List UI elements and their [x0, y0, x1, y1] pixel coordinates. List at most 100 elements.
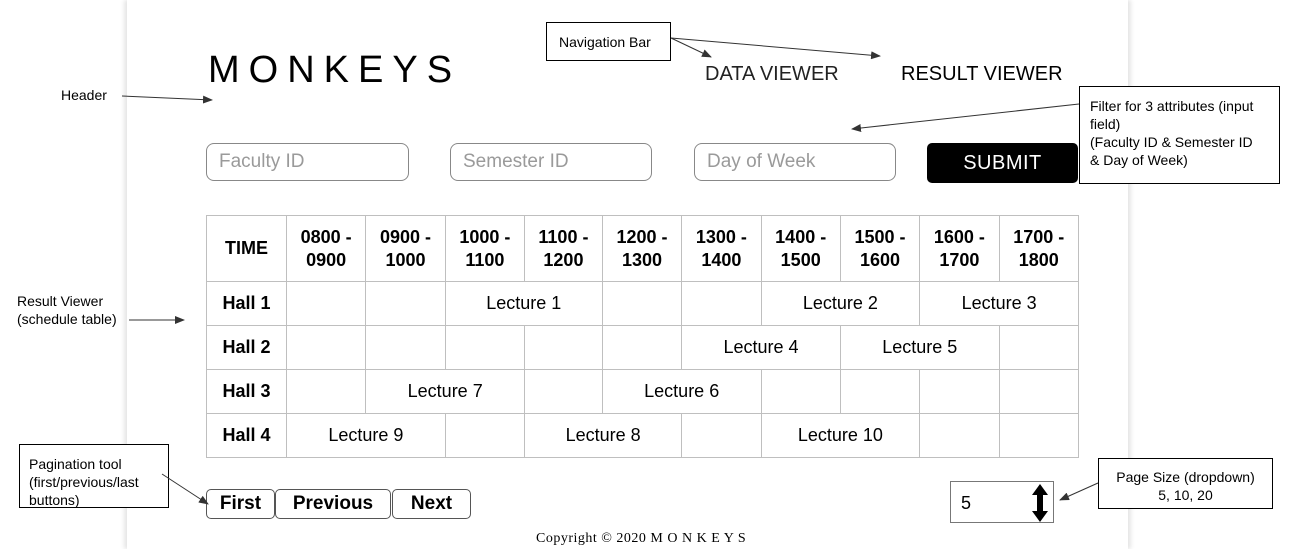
faculty-id-input[interactable] [206, 143, 409, 181]
arrow-filter [851, 103, 1080, 132]
header-line: 1400 - [775, 226, 827, 247]
lecture-cell: Lecture 10 [760, 413, 921, 458]
copyright-text: Copyright © 2020 M O N K E Y S [536, 531, 747, 546]
arrow-nav-result [670, 37, 881, 60]
day-of-week-input[interactable] [694, 143, 896, 181]
annotation-result-viewer: Result Viewer (schedule table) [17, 292, 117, 328]
page-size-dropdown[interactable]: 5 [950, 481, 1054, 523]
lecture-cell: Lecture 4 [681, 325, 841, 370]
lecture-cell: Lecture 8 [524, 413, 683, 458]
header-line: 1700 - [1013, 226, 1065, 247]
annotation-page-size-line: 5, 10, 20 [1158, 487, 1213, 503]
header-line: 1600 - [933, 226, 985, 247]
time-slot-header: 1700 -1800 [998, 215, 1080, 282]
header-line: 1100 - [538, 226, 589, 247]
header-line: 0900 [306, 249, 347, 270]
time-slot-header: 1100 -1200 [524, 215, 603, 282]
annotation-pagination: Pagination tool (first/previous/last but… [19, 444, 169, 508]
empty-cell [601, 281, 683, 326]
time-slot-header: 0800 -0900 [285, 215, 367, 282]
time-column-header: TIME [206, 215, 287, 282]
lecture-cell: Lecture 5 [839, 325, 1000, 370]
time-slot-header: 1300 -1400 [681, 215, 762, 282]
empty-cell [681, 413, 762, 458]
semester-id-input[interactable] [450, 143, 652, 181]
empty-cell [285, 325, 367, 370]
header-line: 1600 [860, 249, 901, 270]
first-page-button[interactable]: First [206, 489, 275, 519]
page-size-value: 5 [961, 493, 972, 513]
empty-cell [285, 369, 367, 414]
empty-cell [919, 369, 1000, 414]
empty-cell [365, 281, 446, 326]
empty-cell [681, 281, 762, 326]
arrow-nav-data [670, 37, 712, 58]
annotation-filter: Filter for 3 attributes (input field) (F… [1079, 86, 1280, 184]
header-line: 1000 - [459, 226, 511, 247]
time-slot-header: 1200 -1300 [601, 215, 683, 282]
time-slot-header: 1400 -1500 [760, 215, 841, 282]
annotation-navigation-bar: Navigation Bar [546, 22, 671, 61]
empty-cell [919, 413, 1000, 458]
header-line: 1300 - [695, 226, 747, 247]
annotation-result-viewer-line: Result Viewer [17, 293, 104, 309]
lecture-cell: Lecture 6 [601, 369, 762, 414]
time-slot-header: 1000 -1100 [444, 215, 526, 282]
empty-cell [998, 325, 1080, 370]
arrow-page-size [1059, 482, 1099, 501]
app-logo: MONKEYS [208, 49, 462, 91]
next-page-button[interactable]: Next [392, 489, 471, 519]
annotation-pagination-line: (first/previous/last [29, 474, 139, 490]
hall-label: Hall 2 [206, 325, 287, 370]
nav-item-result-viewer[interactable]: RESULT VIEWER [901, 63, 1063, 85]
annotation-page-size: Page Size (dropdown) 5, 10, 20 [1098, 458, 1273, 509]
annotation-filter-line: Filter for 3 attributes (input [1090, 98, 1254, 114]
arrow-pagination [161, 473, 209, 505]
header-line: 0900 - [379, 226, 432, 247]
empty-cell [285, 281, 367, 326]
previous-page-button[interactable]: Previous [275, 489, 391, 519]
header-line: 1200 [543, 249, 584, 270]
annotation-page-size-line: Page Size (dropdown) [1116, 469, 1255, 485]
header-line: 1400 [701, 249, 742, 270]
header-line: 1500 [780, 249, 821, 270]
header-line: 1000 [385, 249, 426, 270]
header-line: 1500 - [854, 226, 906, 247]
hall-label: Hall 4 [206, 413, 287, 458]
lecture-cell: Lecture 3 [919, 281, 1079, 326]
up-down-arrow-icon [1032, 484, 1048, 522]
annotation-pagination-line: Pagination tool [29, 456, 122, 472]
header-line: 1300 [621, 249, 663, 270]
annotation-pagination-line: buttons) [29, 492, 80, 508]
header-line: 1700 [939, 249, 980, 270]
annotation-header: Header [61, 87, 107, 103]
header-line: 0800 - [300, 226, 352, 247]
header-line: 1100 [465, 249, 505, 270]
arrow-header [121, 95, 213, 104]
annotation-navigation-bar-text: Navigation Bar [559, 34, 651, 50]
nav-item-data-viewer[interactable]: DATA VIEWER [705, 63, 839, 85]
annotation-filter-line: field) [1090, 116, 1121, 132]
empty-cell [998, 413, 1080, 458]
header-line: 1800 [1018, 249, 1059, 270]
submit-button[interactable]: SUBMIT [927, 143, 1078, 183]
empty-cell [444, 413, 526, 458]
time-slot-header: 1600 -1700 [919, 215, 1000, 282]
annotation-result-viewer-line: (schedule table) [17, 311, 117, 327]
lecture-cell: Lecture 9 [286, 413, 446, 458]
lecture-cell: Lecture 7 [365, 369, 526, 414]
header-line: 1200 - [616, 226, 668, 247]
time-slot-header: 1500 -1600 [839, 215, 921, 282]
annotation-filter-line: (Faculty ID & Semester ID [1090, 134, 1253, 150]
empty-cell [760, 369, 841, 414]
annotation-filter-line: & Day of Week) [1090, 152, 1188, 168]
header-line: TIME [225, 238, 268, 258]
